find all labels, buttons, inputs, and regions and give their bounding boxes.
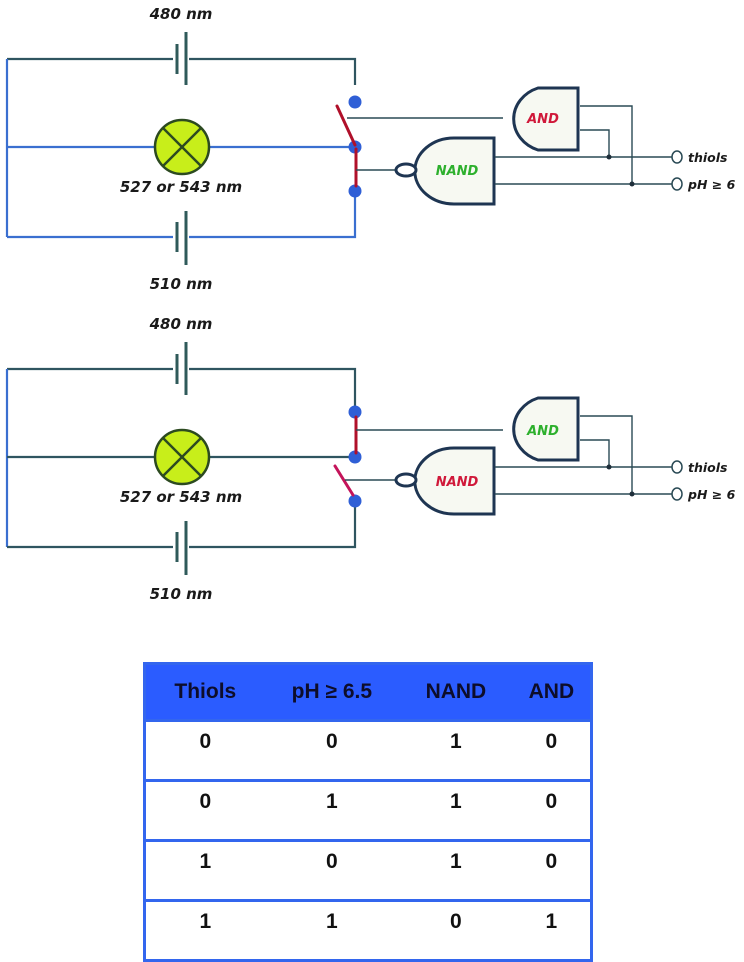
- input-label-ph: pH ≥ 6: [687, 177, 736, 192]
- capacitor-top: [175, 32, 188, 85]
- switch-node-bottom: [348, 184, 362, 198]
- wire-bottom-right: [189, 196, 357, 239]
- input-label-ph: pH ≥ 6: [687, 487, 736, 502]
- wire-and-to-ph: [580, 105, 633, 184]
- switch-arm-open: [333, 464, 355, 497]
- and-gate-label: AND: [526, 112, 559, 127]
- lamp-label: 527 or 543 nm: [120, 488, 242, 506]
- header-nand: NAND: [399, 663, 513, 721]
- and-gate-label: AND: [526, 424, 559, 439]
- input-terminal-thiols: [671, 460, 683, 474]
- circuit-bottom: 480 nm 527 or 543 nm 510 nm AND NAND thi…: [5, 315, 736, 603]
- cell-thiols: 0: [144, 719, 265, 781]
- truth-table-header-row: Thiols pH ≥ 6.5 NAND AND: [144, 663, 592, 721]
- header-and: AND: [512, 663, 592, 721]
- input-terminal-ph: [671, 487, 683, 501]
- wire-top-right: [189, 57, 357, 85]
- wire-and-to-thiols: [580, 129, 610, 157]
- cell-ph: 1: [264, 779, 400, 841]
- wire-top-right: [189, 367, 357, 406]
- header-ph: pH ≥ 6.5: [264, 663, 400, 721]
- table-row: 0 1 1 0: [144, 779, 592, 841]
- capacitor-bottom: [175, 521, 188, 575]
- junction-dot: [606, 464, 612, 470]
- junction-dot: [629, 491, 635, 497]
- switch-node-middle: [348, 450, 362, 464]
- cell-nand: 0: [399, 899, 513, 961]
- cell-thiols: 1: [144, 899, 265, 961]
- cell-and: 0: [512, 719, 592, 781]
- wire-and-to-thiols: [580, 439, 610, 467]
- switch-node-middle: [348, 140, 362, 154]
- truth-table: Thiols pH ≥ 6.5 NAND AND 0 0 1 0 0 1 1 0…: [143, 662, 593, 962]
- cell-nand: 1: [399, 779, 513, 841]
- capacitor-top: [175, 342, 188, 395]
- lamp-icon: [153, 428, 211, 486]
- cell-and: 1: [512, 899, 592, 961]
- circuit-top: 480 nm 527 or 543 nm 510 nm AND NAND: [5, 5, 736, 293]
- switch-node-bottom: [348, 494, 362, 508]
- cell-and: 0: [512, 779, 592, 841]
- table-row: 0 0 1 0: [144, 719, 592, 781]
- cell-ph: 0: [264, 839, 400, 901]
- junction-dot: [606, 154, 612, 160]
- cell-thiols: 0: [144, 779, 265, 841]
- and-gate: AND: [512, 396, 580, 462]
- logic-circuit-diagrams: 480 nm 527 or 543 nm 510 nm AND NAND: [5, 5, 736, 603]
- input-terminal-ph: [671, 177, 683, 191]
- and-gate: AND: [512, 86, 580, 152]
- header-thiols: Thiols: [144, 663, 265, 721]
- nand-gate: NAND: [394, 446, 496, 516]
- switch-node-top: [348, 95, 362, 109]
- nand-gate: NAND: [394, 136, 496, 206]
- cell-and: 0: [512, 839, 592, 901]
- junction-dot: [629, 181, 635, 187]
- nand-inversion-bubble: [394, 162, 418, 178]
- cell-ph: 0: [264, 719, 400, 781]
- cell-ph: 1: [264, 899, 400, 961]
- input-terminal-thiols: [671, 150, 683, 164]
- nand-gate-label: NAND: [436, 475, 479, 490]
- table-row: 1 1 0 1: [144, 899, 592, 961]
- nand-gate-label: NAND: [436, 164, 479, 179]
- capacitor-bottom-label: 510 nm: [150, 275, 213, 293]
- cell-thiols: 1: [144, 839, 265, 901]
- input-label-thiols: thiols: [688, 460, 727, 475]
- input-label-thiols: thiols: [688, 150, 727, 165]
- cell-nand: 1: [399, 839, 513, 901]
- wire-bottom-right: [189, 506, 357, 549]
- table-row: 1 0 1 0: [144, 839, 592, 901]
- nand-inversion-bubble: [394, 472, 418, 488]
- lamp-label: 527 or 543 nm: [120, 178, 242, 196]
- switch-node-top: [348, 405, 362, 419]
- capacitor-top-label: 480 nm: [149, 315, 213, 333]
- capacitor-top-label: 480 nm: [149, 5, 213, 23]
- cell-nand: 1: [399, 719, 513, 781]
- switch-arm-open: [335, 104, 357, 147]
- capacitor-bottom-label: 510 nm: [150, 585, 213, 603]
- wire-and-to-ph: [580, 415, 633, 494]
- capacitor-bottom: [175, 211, 188, 265]
- lamp-icon: [153, 118, 211, 176]
